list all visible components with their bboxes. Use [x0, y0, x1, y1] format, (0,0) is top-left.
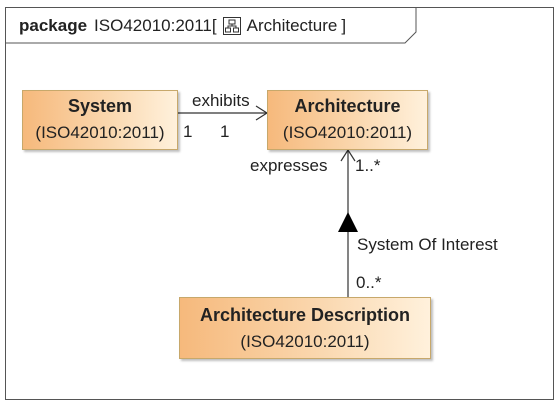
block-architecture-name: Architecture [294, 96, 401, 116]
package-keyword: package [19, 16, 88, 35]
expresses-arrowhead [340, 148, 356, 162]
package-name: ISO42010:2011 [94, 16, 212, 35]
package-title: package ISO42010:2011 [ Architecture ] [19, 16, 346, 36]
system-of-interest-label: System Of Interest [357, 235, 498, 254]
bracket-open: [ [211, 16, 217, 35]
package-tab: package ISO42010:2011 [ Architecture ] [5, 7, 416, 43]
diagram-name: Architecture [246, 16, 338, 35]
exhibits-source-multiplicity: 1 [183, 122, 193, 141]
system-of-interest-triangle [338, 212, 358, 232]
block-architecture[interactable]: Architecture (ISO42010:2011) [267, 90, 428, 150]
bracket-close: ] [341, 16, 347, 35]
exhibits-label: exhibits [192, 91, 250, 110]
diagram-icon [222, 17, 241, 35]
block-architecture-description[interactable]: Architecture Description (ISO42010:2011) [179, 297, 431, 359]
block-system-name: System [67, 96, 133, 116]
expresses-label: expresses [250, 156, 328, 175]
block-architecture-stereotype: (ISO42010:2011) [282, 123, 413, 142]
block-architecture-description-stereotype: (ISO42010:2011) [240, 332, 370, 351]
block-architecture-description-name: Architecture Description [199, 305, 411, 325]
package-tab-outline [6, 8, 417, 44]
system-of-interest-source-multiplicity: 0..* [356, 273, 382, 292]
block-system[interactable]: System (ISO42010:2011) [22, 90, 178, 150]
exhibits-target-multiplicity: 1 [220, 122, 230, 141]
expresses-target-multiplicity: 1..* [355, 156, 381, 175]
block-system-stereotype: (ISO42010:2011) [35, 123, 165, 142]
